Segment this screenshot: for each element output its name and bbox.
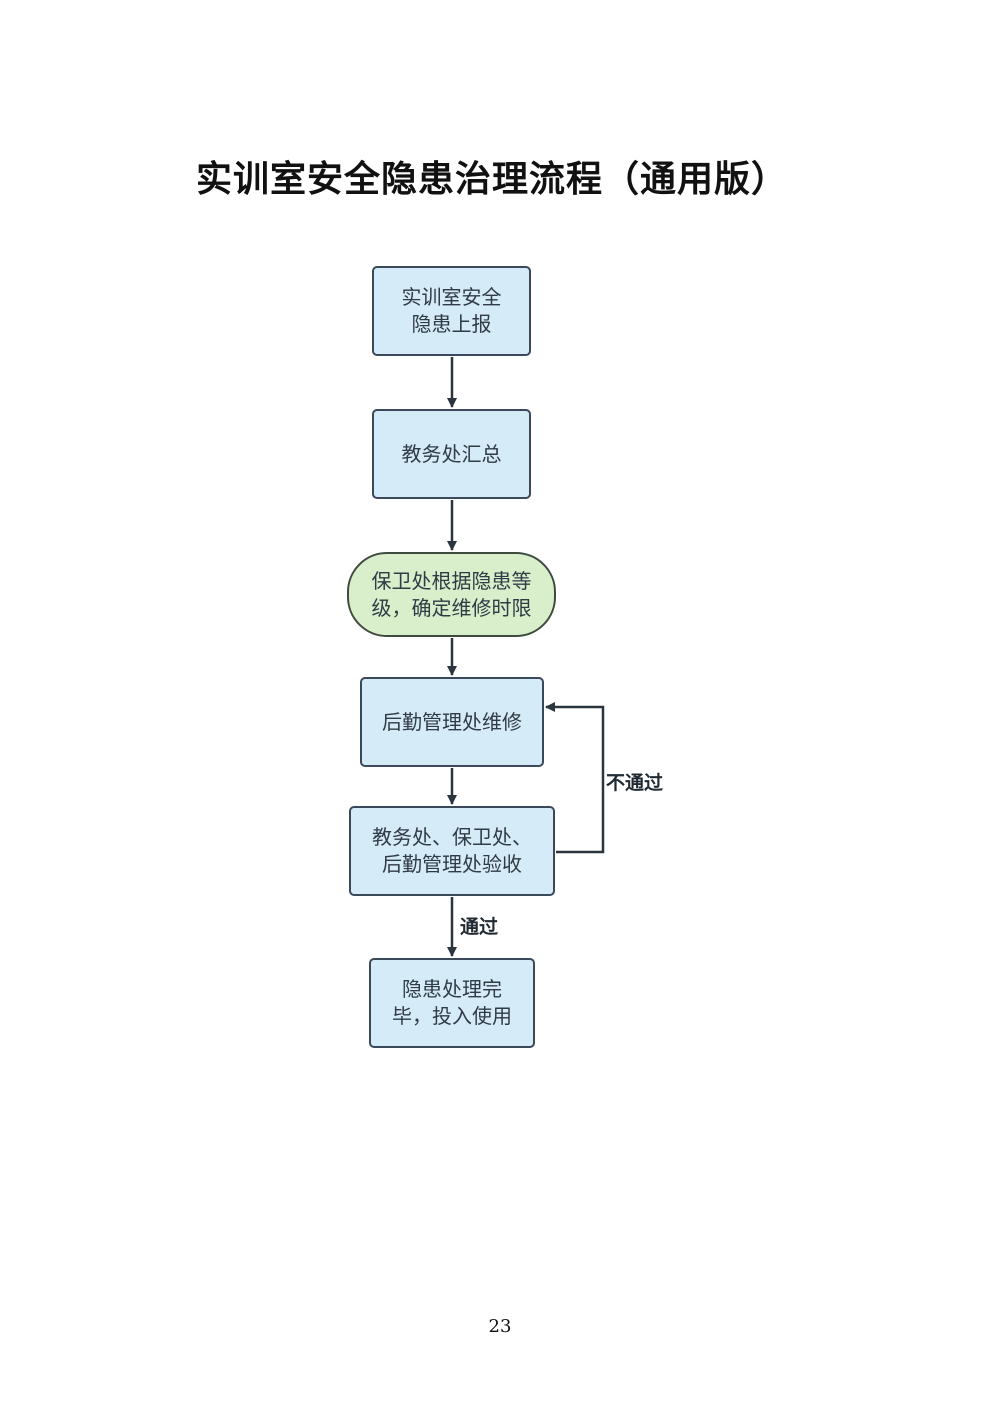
page-title: 实训室安全隐患治理流程（通用版） (195, 159, 788, 200)
node-hazard-resolved: 隐患处理完 毕，投入使用 (369, 958, 535, 1048)
node-logistics-repair: 后勤管理处维修 (360, 677, 544, 767)
node-joint-inspection: 教务处、保卫处、 后勤管理处验收 (349, 806, 555, 896)
label-pass: 通过 (460, 916, 498, 938)
node-academic-affairs-summary-text: 教务处汇总 (401, 441, 502, 466)
node-joint-inspection-text: 教务处、保卫处、 后勤管理处验收 (372, 825, 532, 876)
label-fail: 不通过 (606, 772, 663, 794)
node-security-grading-text: 保卫处根据隐患等 级，确定维修时限 (371, 568, 532, 620)
node-hazard-report: 实训室安全 隐患上报 (372, 266, 531, 356)
node-security-grading: 保卫处根据隐患等 级，确定维修时限 (347, 552, 556, 637)
node-logistics-repair-text: 后勤管理处维修 (382, 709, 522, 734)
node-hazard-report-text: 实训室安全 隐患上报 (401, 285, 502, 336)
node-hazard-resolved-text: 隐患处理完 毕，投入使用 (392, 977, 512, 1028)
page-number: 23 (488, 1316, 512, 1337)
node-academic-affairs-summary: 教务处汇总 (372, 409, 531, 499)
arrow-inspection-back-to-repair (545, 702, 605, 854)
